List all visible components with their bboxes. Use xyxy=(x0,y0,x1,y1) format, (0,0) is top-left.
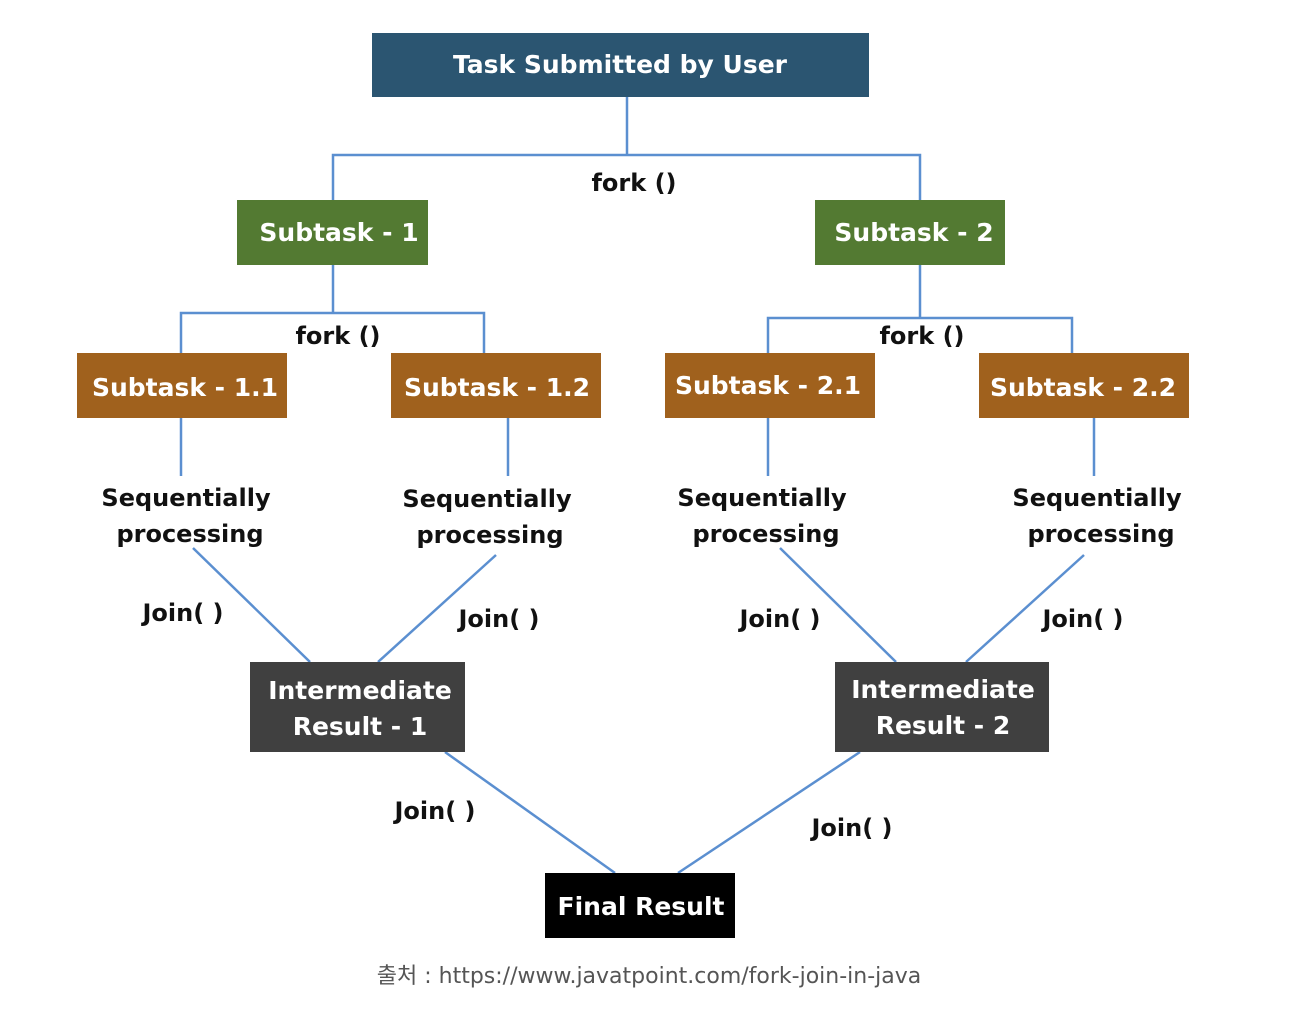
label-join-2-2: Join( ) xyxy=(1040,605,1123,633)
label-fork-right: fork () xyxy=(879,322,964,350)
connector-join-final-right xyxy=(677,750,861,875)
processing-label-1-1-line2: processing xyxy=(116,520,263,548)
node-subtask-1-label: Subtask - 1 xyxy=(259,218,418,247)
node-subtask-1-1-label: Subtask - 1.1 xyxy=(92,373,278,402)
node-intermediate-result-2: Intermediate Result - 2 xyxy=(835,662,1049,752)
label-fork-left: fork () xyxy=(295,322,380,350)
connector-join-1-1 xyxy=(192,547,311,663)
node-intermediate-result-1: Intermediate Result - 1 xyxy=(250,662,465,752)
processing-label-2-2-line2: processing xyxy=(1027,520,1174,548)
node-subtask-2: Subtask - 2 xyxy=(815,200,1005,265)
node-subtask-1: Subtask - 1 xyxy=(237,200,428,265)
connector-join-2-2 xyxy=(965,554,1085,663)
node-intermediate-result-1-line1: Intermediate xyxy=(268,676,452,705)
node-subtask-2-1-label: Subtask - 2.1 xyxy=(675,371,861,400)
connector-fork-left-bar xyxy=(179,311,486,353)
processing-label-2-1-line1: Sequentially xyxy=(677,484,847,512)
processing-label-1-2: Sequentially processing xyxy=(402,485,572,549)
processing-label-2-1-line2: processing xyxy=(692,520,839,548)
processing-label-2-1: Sequentially processing xyxy=(677,484,847,548)
node-intermediate-result-2-line2: Result - 2 xyxy=(876,711,1011,740)
node-intermediate-result-2-line1: Intermediate xyxy=(851,675,1035,704)
node-task-submitted: Task Submitted by User xyxy=(372,33,869,97)
processing-label-1-1-line1: Sequentially xyxy=(101,484,271,512)
processing-label-1-2-line2: processing xyxy=(416,521,563,549)
fork-join-diagram: Task Submitted by User Subtask - 1 Subta… xyxy=(77,33,1189,938)
processing-label-1-1: Sequentially processing xyxy=(101,484,271,548)
processing-label-1-2-line1: Sequentially xyxy=(402,485,572,513)
label-join-1-1: Join( ) xyxy=(140,599,223,627)
node-subtask-2-label: Subtask - 2 xyxy=(834,218,993,247)
node-subtask-2-2: Subtask - 2.2 xyxy=(979,353,1189,418)
label-join-final-right: Join( ) xyxy=(809,814,892,842)
node-final-result: Final Result xyxy=(545,873,735,938)
connector-join-1-2 xyxy=(377,554,497,663)
processing-label-2-2-line1: Sequentially xyxy=(1012,484,1182,512)
node-task-submitted-label: Task Submitted by User xyxy=(453,50,788,79)
node-intermediate-result-1-line2: Result - 1 xyxy=(293,712,428,741)
connector-fork-right-bar xyxy=(766,316,1074,353)
node-subtask-1-1: Subtask - 1.1 xyxy=(77,353,287,418)
node-subtask-1-2: Subtask - 1.2 xyxy=(391,353,601,418)
connector-join-2-1 xyxy=(779,547,897,663)
node-final-result-label: Final Result xyxy=(558,892,725,921)
node-subtask-2-2-label: Subtask - 2.2 xyxy=(990,373,1176,402)
node-subtask-2-1: Subtask - 2.1 xyxy=(665,353,875,418)
connector-join-final-left xyxy=(444,750,616,875)
label-join-2-1: Join( ) xyxy=(737,605,820,633)
label-join-1-2: Join( ) xyxy=(456,605,539,633)
processing-label-2-2: Sequentially processing xyxy=(1012,484,1182,548)
connectors xyxy=(179,97,1096,875)
node-subtask-1-2-label: Subtask - 1.2 xyxy=(404,373,590,402)
source-caption: 출처 : https://www.javatpoint.com/fork-joi… xyxy=(376,964,922,989)
label-fork-top: fork () xyxy=(591,169,676,197)
label-join-final-left: Join( ) xyxy=(392,797,475,825)
connector-fork-top-bar xyxy=(331,153,922,200)
